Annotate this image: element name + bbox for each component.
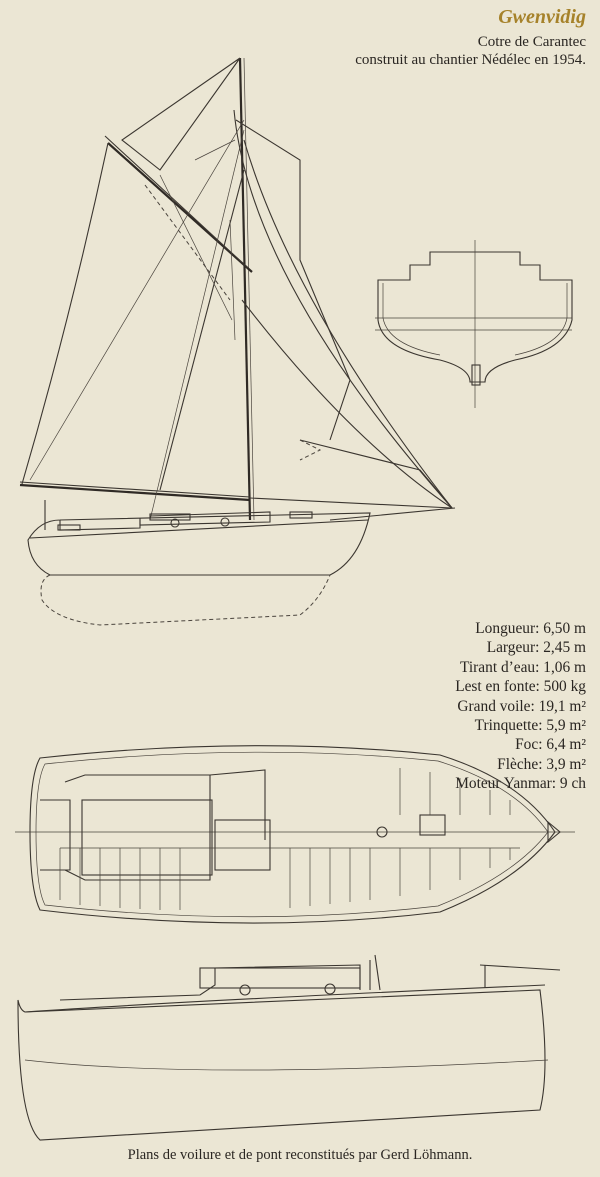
subtitle: Cotre de Carantec construit au chantier … [355,33,586,69]
spec-grand-voile: Grand voile: 19,1 m² [457,697,586,715]
subtitle-line-2: construit au chantier Nédélec en 1954. [355,52,586,68]
spec-moteur: Moteur Yanmar: 9 ch [455,775,586,793]
spec-longueur: Longueur: 6,50 m [475,620,586,637]
spec-lest: Lest en fonte: 500 kg [455,678,586,696]
spec-tirant-deau: Tirant d’eau: 1,06 m [460,658,586,676]
spec-foc: Foc: 6,4 m² [515,736,586,754]
sail-plan [19,57,456,521]
hull-profile [17,954,561,1141]
sail-plan-hull [27,500,371,626]
deck-frames [59,768,511,910]
spec-fleche: Flèche: 3,9 m² [497,755,586,773]
spec-largeur: Largeur: 2,45 m [486,639,586,657]
figure-caption: Plans de voilure et de pont reconstitués… [127,1147,473,1163]
specifications-list: Longueur: 6,50 m Largeur: 2,45 m Tirant … [455,619,586,794]
subtitle-line-1: Cotre de Carantec [477,34,586,50]
deck-plan [15,745,575,924]
boat-name-title: Gwenvidig [498,6,586,28]
midship-section [375,240,573,408]
spec-trinquette: Trinquette: 5,9 m² [474,717,586,735]
